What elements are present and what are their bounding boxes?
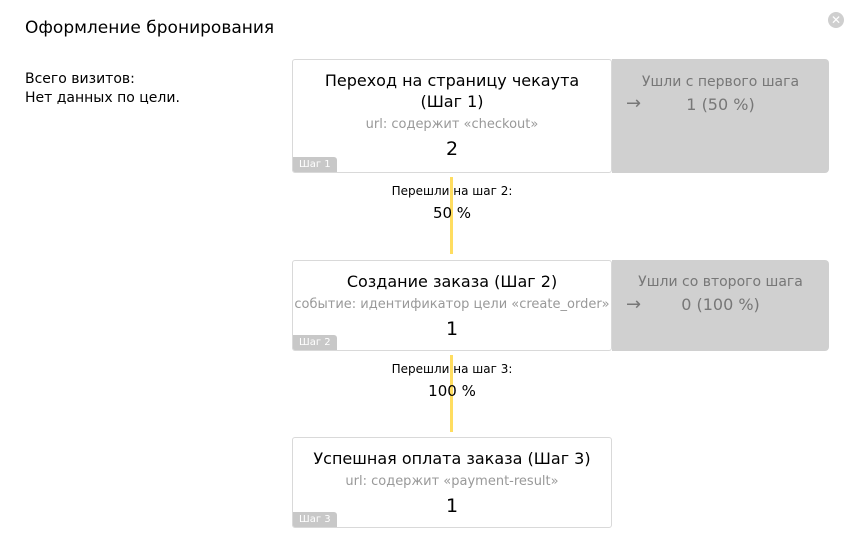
exit-value: 0 (100 %) xyxy=(681,295,760,314)
step-count: 2 xyxy=(445,138,459,160)
exit-value: 1 (50 %) xyxy=(686,95,755,114)
exit-step-2: Ушли со второго шага → 0 (100 %) xyxy=(612,260,829,351)
funnel-connector xyxy=(450,355,453,432)
close-icon[interactable]: ✕ xyxy=(828,12,844,28)
exit-label: Ушли со второго шага xyxy=(638,274,803,290)
step-name: Успешная оплата заказа (Шаг 3) xyxy=(313,449,591,468)
page-title: Оформление бронирования xyxy=(25,18,275,38)
step-condition: событие: идентификатор цели «create_orde… xyxy=(294,297,610,312)
transition-1: Перешли на шаг 2: 50 % xyxy=(382,183,522,223)
step-count: 1 xyxy=(445,495,459,517)
summary: Всего визитов: Нет данных по цели. xyxy=(25,70,180,108)
transition-2: Перешли на шаг 3: 100 % xyxy=(382,361,522,401)
funnel-connector xyxy=(450,177,453,254)
transition-value: 100 % xyxy=(428,382,476,400)
arrow-right-icon: → xyxy=(626,294,642,315)
transition-label: Перешли на шаг 2: xyxy=(391,184,513,198)
funnel-step-2[interactable]: Создание заказа (Шаг 2) событие: идентиф… xyxy=(292,260,612,351)
step-badge: Шаг 1 xyxy=(293,157,337,172)
funnel-step-3[interactable]: Успешная оплата заказа (Шаг 3) url: соде… xyxy=(292,437,612,528)
funnel-step-1[interactable]: Переход на страницу чекаута (Шаг 1) url:… xyxy=(292,59,612,173)
step-name-line2: (Шаг 1) xyxy=(420,92,484,111)
no-data-text: Нет данных по цели. xyxy=(25,90,180,106)
exit-step-1: Ушли с первого шага → 1 (50 %) xyxy=(612,59,829,173)
transition-value: 50 % xyxy=(432,204,472,222)
exit-label: Ушли с первого шага xyxy=(641,74,800,90)
step-badge: Шаг 2 xyxy=(293,335,337,350)
step-name: Создание заказа (Шаг 2) xyxy=(346,272,558,291)
transition-label: Перешли на шаг 3: xyxy=(391,362,513,376)
step-name: Переход на страницу чекаута xyxy=(324,71,580,90)
step-count: 1 xyxy=(445,318,459,340)
step-condition: url: содержит «payment-result» xyxy=(345,474,559,489)
step-badge: Шаг 3 xyxy=(293,512,337,527)
step-condition: url: содержит «checkout» xyxy=(365,117,539,132)
arrow-right-icon: → xyxy=(626,93,642,114)
total-visits-label: Всего визитов: xyxy=(25,71,135,87)
